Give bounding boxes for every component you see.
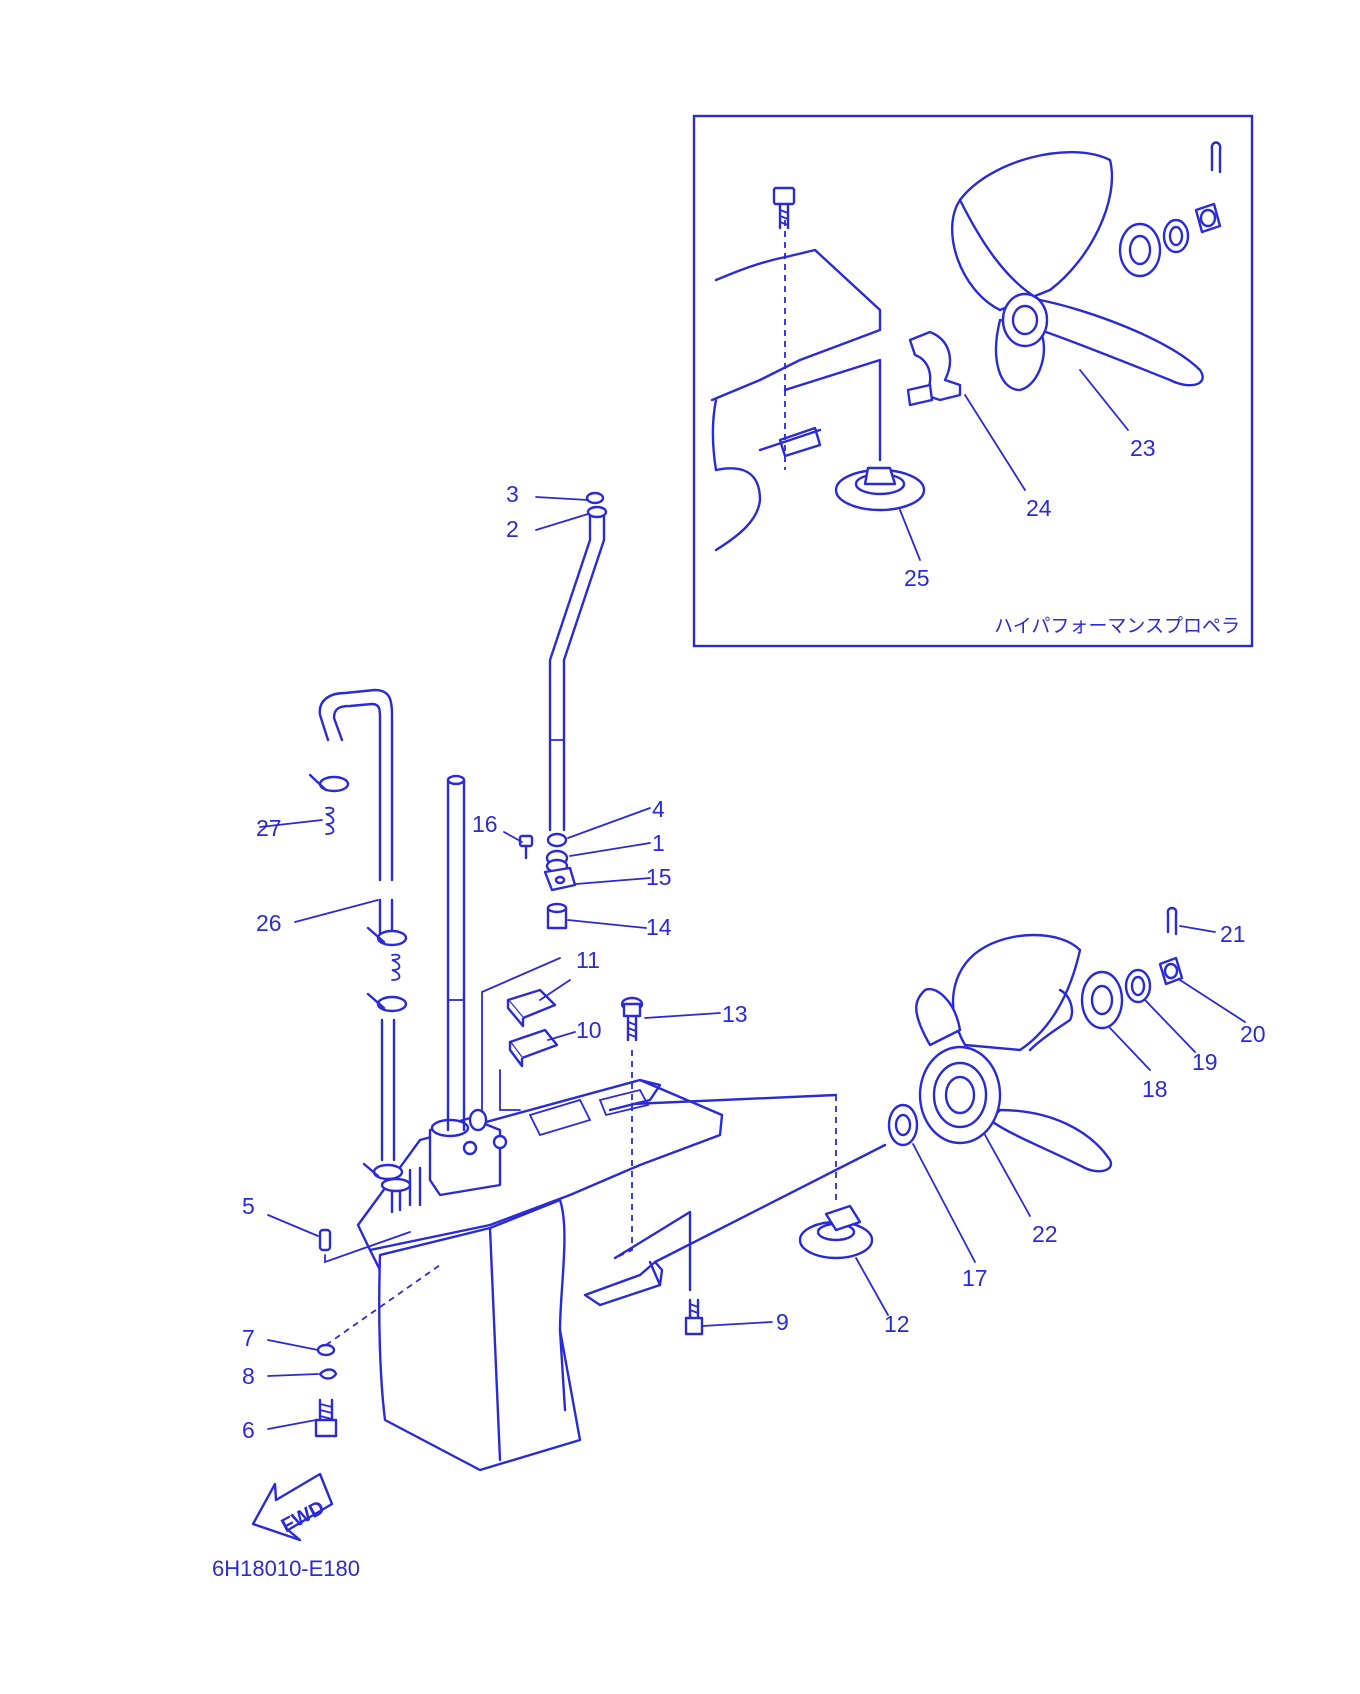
callout-12: 12 bbox=[884, 1311, 910, 1337]
callout-14: 14 bbox=[646, 914, 672, 940]
callout-23: 23 bbox=[1130, 435, 1156, 461]
callout-2: 2 bbox=[506, 516, 519, 542]
forward-direction-arrow: FWD bbox=[251, 1472, 334, 1542]
callout-17: 17 bbox=[962, 1265, 988, 1291]
inset-bolt bbox=[772, 186, 796, 230]
callout-27: 27 bbox=[256, 815, 282, 841]
inset-panel: ハイパフォーマンスプロペラ bbox=[692, 114, 1254, 648]
trim-tab-hardware bbox=[613, 996, 874, 1336]
callout-20: 20 bbox=[1240, 1021, 1266, 1047]
propeller-hardware bbox=[1080, 906, 1184, 1030]
pin-and-bolt bbox=[314, 1228, 441, 1438]
drawing-code: 6H18010-E180 bbox=[212, 1556, 360, 1581]
shift-rod-boot-parts bbox=[481, 832, 577, 1113]
callout-7: 7 bbox=[242, 1325, 255, 1351]
thrust-washer bbox=[887, 1103, 919, 1147]
leader-lines bbox=[259, 496, 1246, 1430]
inset-gearcase bbox=[710, 220, 882, 552]
callout-25: 25 bbox=[904, 565, 930, 591]
inset-thrust-washer bbox=[906, 330, 962, 407]
callout-6: 6 bbox=[242, 1417, 255, 1443]
inset-frame bbox=[692, 114, 1254, 648]
water-tube bbox=[308, 688, 408, 1181]
callout-11: 11 bbox=[576, 947, 600, 973]
inset-propeller bbox=[951, 150, 1204, 392]
callout-18: 18 bbox=[1142, 1076, 1168, 1102]
inset-trim-tab bbox=[783, 358, 926, 512]
callout-22: 22 bbox=[1032, 1221, 1058, 1247]
callout-16: 16 bbox=[472, 811, 498, 837]
shift-rod bbox=[548, 491, 608, 832]
callout-13: 13 bbox=[722, 1001, 748, 1027]
callout-3: 3 bbox=[506, 481, 519, 507]
callout-1: 1 bbox=[652, 830, 665, 856]
callout-5: 5 bbox=[242, 1193, 255, 1219]
callout-15: 15 bbox=[646, 864, 672, 890]
prop-shaft-line bbox=[653, 1143, 887, 1264]
callout-9: 9 bbox=[776, 1309, 789, 1335]
drive-shaft bbox=[446, 774, 466, 1132]
lower-unit-gearcase bbox=[356, 1078, 724, 1472]
inset-title: ハイパフォーマンスプロペラ bbox=[994, 615, 1240, 637]
callouts: 1 2 3 4 5 6 7 8 9 10 11 12 13 14 15 16 1… bbox=[242, 435, 1266, 1443]
callout-10: 10 bbox=[576, 1017, 602, 1043]
grommets bbox=[499, 988, 559, 1111]
callout-21: 21 bbox=[1220, 921, 1246, 947]
callout-4: 4 bbox=[652, 796, 665, 822]
callout-26: 26 bbox=[256, 910, 282, 936]
inset-hardware bbox=[1118, 141, 1222, 278]
propeller bbox=[915, 933, 1113, 1173]
callout-19: 19 bbox=[1192, 1049, 1218, 1075]
callout-24: 24 bbox=[1026, 495, 1052, 521]
callout-8: 8 bbox=[242, 1363, 255, 1389]
